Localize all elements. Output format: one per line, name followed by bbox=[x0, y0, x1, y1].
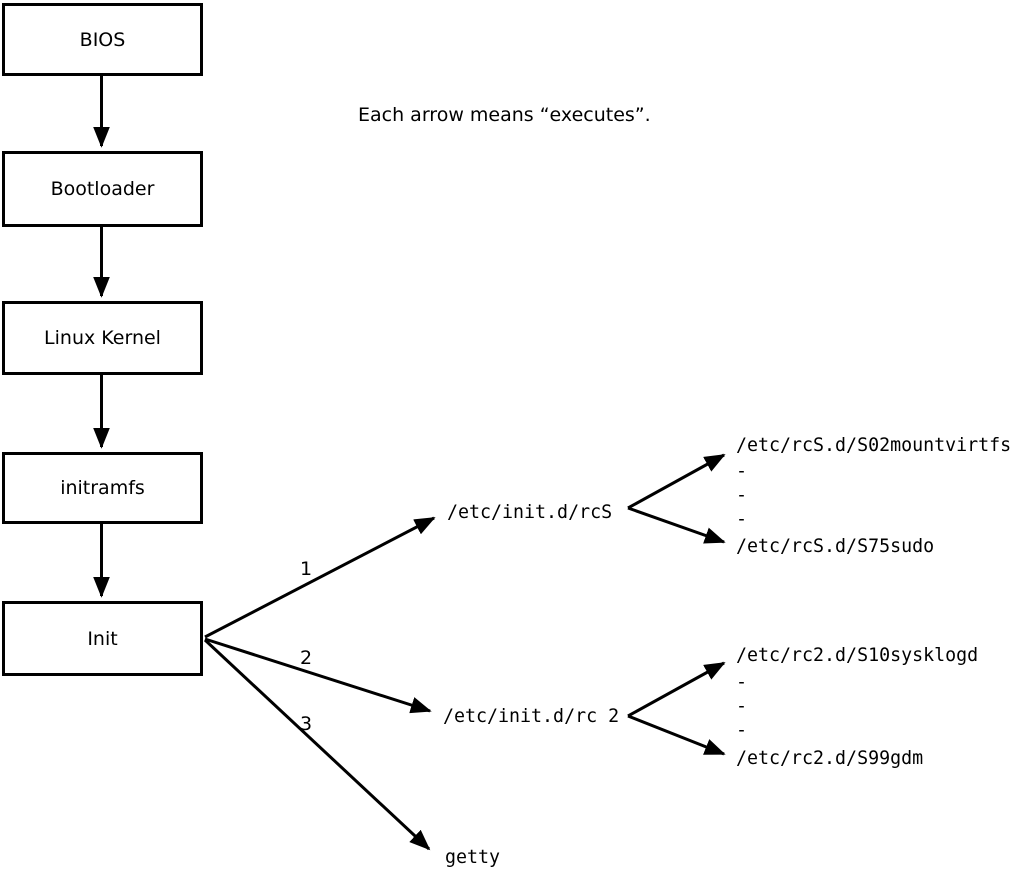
diagram-caption: Each arrow means “executes”. bbox=[358, 104, 651, 126]
node-bootloader-label: Bootloader bbox=[50, 178, 155, 200]
node-getty: getty bbox=[445, 847, 501, 868]
arrow-rc2-to-first-script bbox=[627, 661, 726, 718]
ellipsis-dash: - bbox=[736, 485, 748, 506]
arrow-init-to-rc2 bbox=[204, 637, 432, 714]
node-bootloader: Bootloader bbox=[2, 151, 203, 227]
node-bios-label: BIOS bbox=[79, 28, 126, 51]
rc2-script-last: /etc/rc2.d/S99gdm bbox=[736, 748, 924, 769]
arrow-rcS-to-first-script bbox=[627, 453, 726, 510]
arrow-rcS-to-last-script bbox=[627, 506, 726, 544]
arrow-rc2-to-last-script bbox=[627, 714, 726, 756]
node-init-d-rcS: /etc/init.d/rcS bbox=[447, 502, 613, 523]
node-initramfs-label: initramfs bbox=[60, 477, 145, 499]
rcS-script-first: /etc/rcS.d/S02mountvirtfs bbox=[736, 435, 1012, 456]
ellipsis-dash: - bbox=[736, 509, 748, 530]
rc2-script-first: /etc/rc2.d/S10sysklogd bbox=[736, 645, 979, 666]
ellipsis-dash: - bbox=[736, 672, 748, 693]
ellipsis-dash: - bbox=[736, 461, 748, 482]
node-linux-kernel-label: Linux Kernel bbox=[44, 327, 161, 349]
node-initramfs: initramfs bbox=[2, 452, 203, 524]
node-init-label: Init bbox=[87, 627, 118, 650]
ellipsis-dash: - bbox=[736, 696, 748, 717]
node-linux-kernel: Linux Kernel bbox=[2, 301, 203, 375]
arrow-init-to-rcS bbox=[204, 516, 436, 639]
node-init-d-rc2: /etc/init.d/rc 2 bbox=[443, 706, 620, 727]
ellipsis-dash: - bbox=[736, 720, 748, 741]
node-bios: BIOS bbox=[2, 3, 203, 76]
rcS-script-last: /etc/rcS.d/S75sudo bbox=[736, 536, 935, 557]
arrow-init-to-getty bbox=[203, 638, 431, 851]
node-init: Init bbox=[2, 601, 203, 676]
edge-label-1: 1 bbox=[300, 558, 313, 580]
edge-label-3: 3 bbox=[300, 713, 313, 735]
edge-label-2: 2 bbox=[300, 647, 313, 669]
